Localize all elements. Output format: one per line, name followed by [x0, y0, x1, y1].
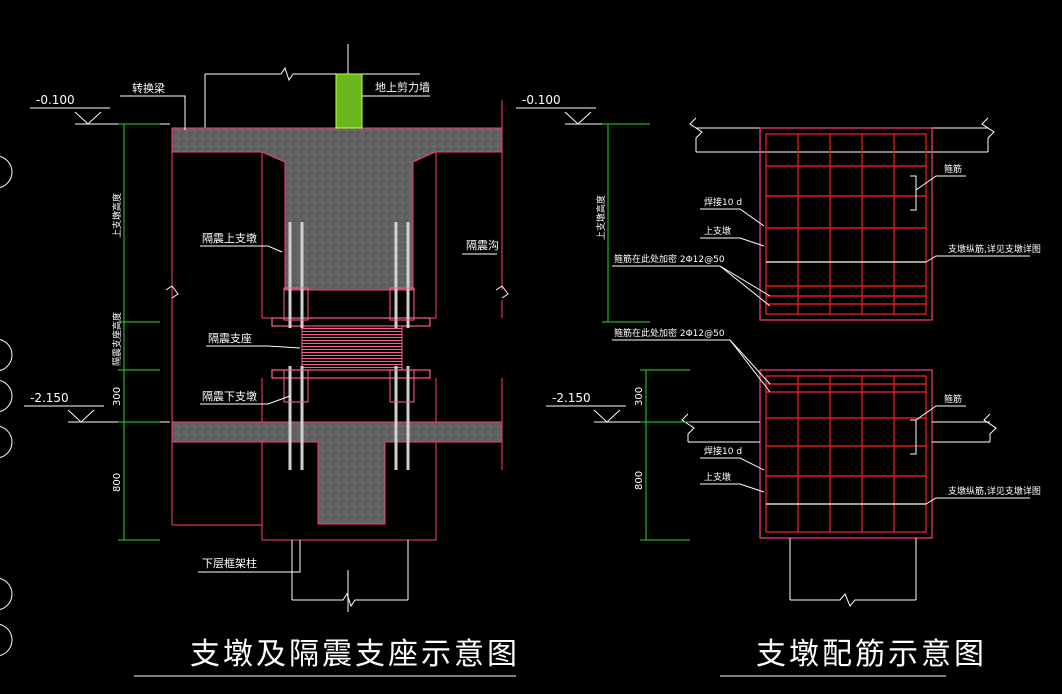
left-title: 支墩及隔震支座示意图	[190, 637, 520, 672]
level-top-right-text: -0.100	[522, 93, 561, 107]
label-long-bar-top: 支墩纵筋,详见支墩详图	[948, 243, 1041, 255]
label-lower-pier: 隔震下支墩	[202, 389, 257, 403]
label-mesh-top: 箍筋在此处加密 2Φ12@50	[614, 253, 725, 265]
level-bottom-left	[24, 405, 170, 423]
label-weld-top: 焊接10 d	[704, 196, 742, 208]
dim-800-right: 800	[634, 471, 645, 490]
bearing-bottom-plate	[271, 369, 431, 379]
grid-bubbles	[0, 155, 13, 657]
label-pier-top: 上支墩	[704, 225, 731, 237]
label-weld-bottom: 焊接10 d	[704, 445, 742, 457]
bolt-nuts	[283, 287, 415, 403]
dimension-chain-right	[602, 123, 690, 541]
bearing-core	[301, 325, 403, 371]
right-drawing: -0.100 -2.150 上支墩高度 300 800	[516, 93, 1041, 677]
shear-wall	[335, 73, 363, 129]
lower-slab	[171, 421, 503, 525]
label-upper-pier: 隔震上支墩	[202, 231, 257, 245]
lower-column	[291, 540, 409, 612]
lower-cage-bars	[765, 375, 927, 533]
anchor-bolts	[288, 222, 410, 470]
upper-weld-marks	[910, 175, 917, 211]
label-pier-bottom: 上支墩	[704, 471, 731, 483]
lower-slab-right	[681, 413, 997, 607]
leaders-right-upper	[612, 175, 1030, 307]
label-lower-column: 下层框架柱	[202, 556, 257, 570]
leaders-left	[120, 95, 497, 573]
level-bottom-left-text: -2.150	[30, 391, 69, 405]
lower-weld-marks	[910, 419, 917, 455]
bearing-top-plate	[271, 317, 431, 327]
dim-300: 300	[112, 387, 123, 406]
level-bottom-right-text: -2.150	[552, 391, 591, 405]
level-top-left-text: -0.100	[36, 93, 75, 107]
dim-upper-right: 上支墩高度	[595, 195, 607, 240]
label-long-bar-bottom: 支墩纵筋,详见支墩详图	[948, 485, 1041, 497]
label-transfer-beam: 转换梁	[132, 81, 165, 95]
lower-pier-box	[759, 369, 933, 539]
level-top-right	[516, 107, 650, 125]
dimension-chain-left	[118, 123, 160, 541]
label-mesh-bottom: 箍筋在此处加密 2Φ12@50	[614, 327, 725, 339]
level-top-left	[30, 107, 170, 125]
label-bearing: 隔震支座	[208, 331, 252, 345]
leaders-right-lower	[612, 339, 1030, 505]
side-breaks	[165, 285, 509, 299]
dim-300-right: 300	[634, 387, 645, 406]
upper-pier-box	[759, 127, 933, 321]
label-isolation-trench: 隔震沟	[466, 239, 499, 252]
dim-bearing: 隔震支座高度	[111, 312, 123, 366]
right-title: 支墩配筋示意图	[756, 637, 987, 672]
upper-cage-bars	[765, 133, 927, 315]
dim-800: 800	[112, 473, 123, 492]
label-shear-wall: 地上剪力墙	[375, 80, 430, 94]
label-stirrup-bottom: 箍筋	[944, 393, 962, 405]
label-stirrup-top: 箍筋	[944, 163, 962, 175]
left-drawing: -0.100 -2.150 上支墩高度 隔震支座高度 300 800	[24, 44, 520, 677]
dim-upper-pier: 上支墩高度	[111, 193, 123, 238]
level-bottom-right	[546, 405, 660, 423]
top-slab-right	[689, 117, 995, 153]
